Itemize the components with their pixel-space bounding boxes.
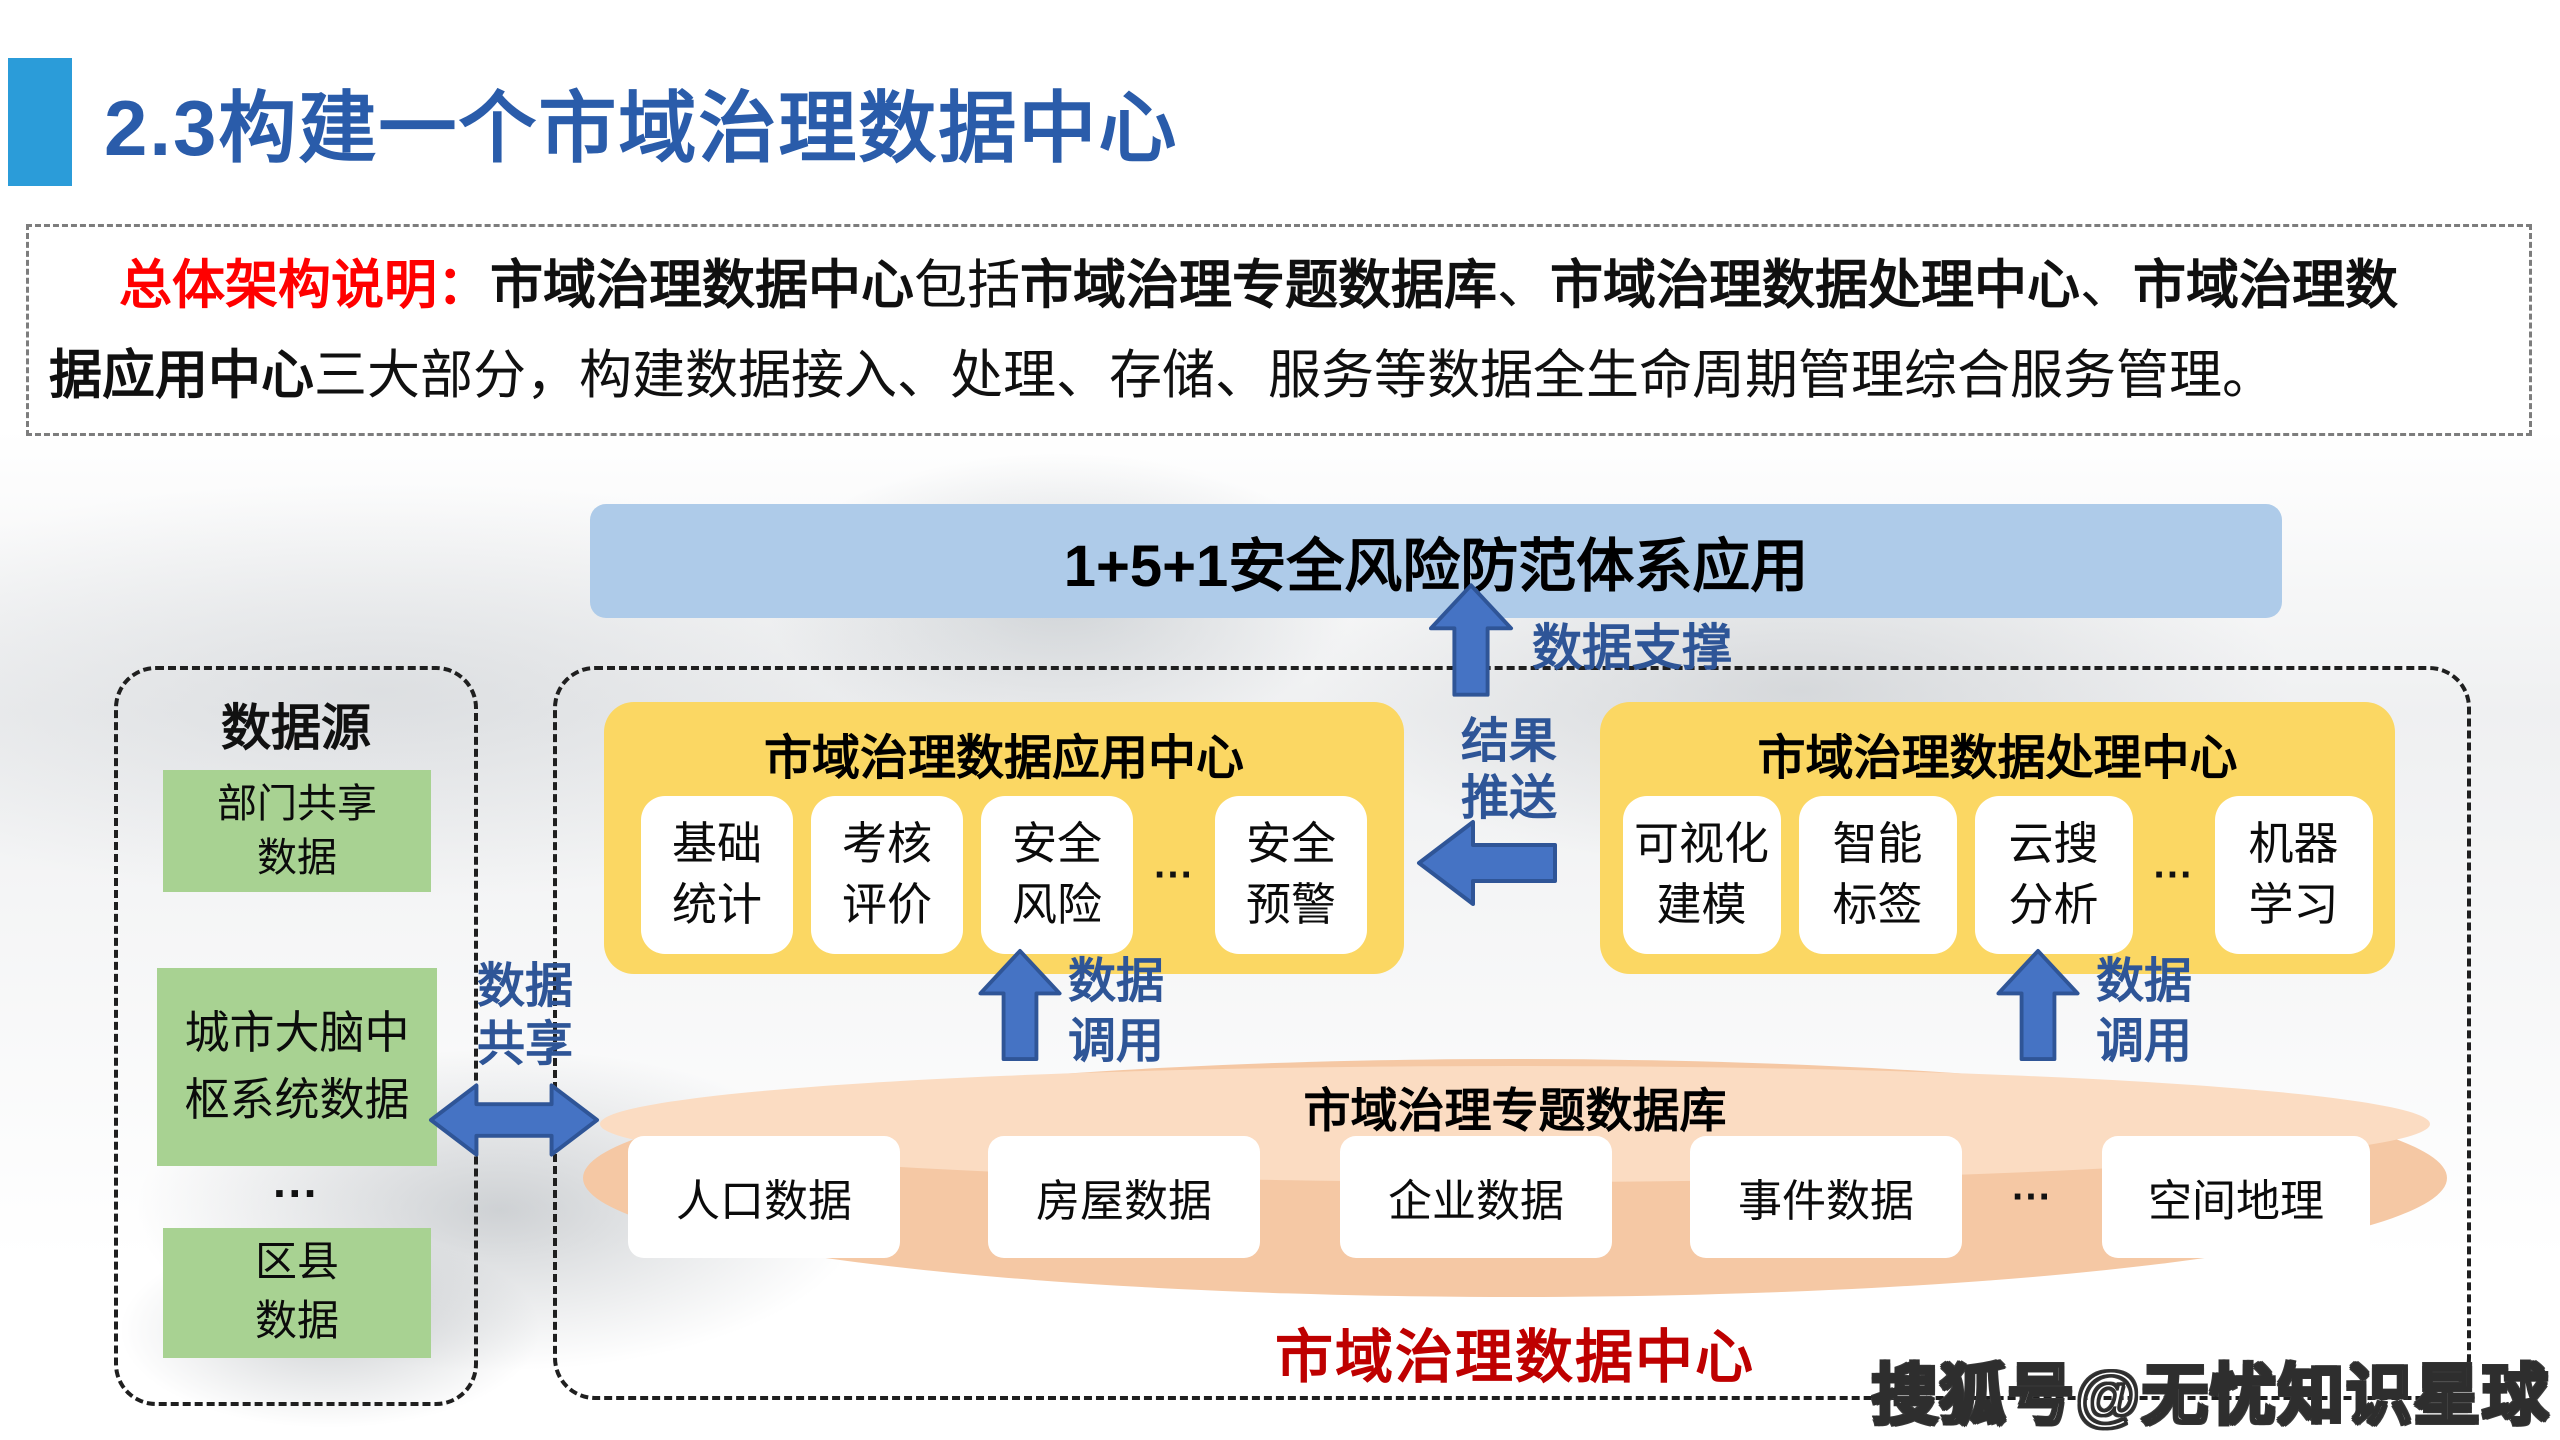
data-call-left-label: 数据 调用 [1068,955,1165,1068]
data-support-label: 数据支撑 [1532,620,1732,676]
db-item-spatial-geography: 空间地理 [2102,1136,2370,1258]
app-items-ellipsis: ··· [1154,852,1194,897]
left-arrow-icon [1417,820,1557,906]
db-item-housing-data: 房屋数据 [988,1136,1260,1258]
up-arrow-icon [1996,948,2080,1062]
proc-item-visual-modeling: 可视化 建模 [1622,796,1781,954]
source-box-district-county-data: 区县 数据 [163,1228,431,1358]
page-title: 2.3构建一个市域治理数据中心 [104,84,1179,172]
proc-item-cloud-search-analysis: 云搜 分析 [1974,796,2133,954]
thematic-database-title: 市域治理专题数据库 [1303,1086,1727,1138]
data-processing-center-box: 市域治理数据处理中心 可视化 建模 智能 标签 云搜 分析 ··· 机器 学习 [1600,702,2395,974]
architecture-description-text: 总体架构说明：市域治理数据中心包括市域治理专题数据库、市域治理数据处理中心、市域… [49,257,2398,406]
app-item-security-risk: 安全 风险 [981,796,1133,954]
app-item-basic-statistics: 基础 统计 [641,796,793,954]
data-center-caption: 市域治理数据中心 [1274,1325,1755,1390]
data-application-center-box: 市域治理数据应用中心 基础 统计 考核 评价 安全 风险 ··· 安全 预警 [604,702,1404,974]
data-source-panel [114,666,478,1406]
data-application-center-title: 市域治理数据应用中心 [763,732,1244,785]
result-push-label: 结果 推送 [1460,715,1557,825]
proc-item-machine-learning: 机器 学习 [2214,796,2373,954]
up-arrow-icon [1428,583,1514,697]
data-processing-center-title: 市域治理数据处理中心 [1757,732,2238,785]
db-item-event-data: 事件数据 [1690,1136,1962,1258]
title-accent-bar [8,58,72,186]
db-item-enterprise-data: 企业数据 [1340,1136,1612,1258]
app-item-security-warning: 安全 预警 [1215,796,1367,954]
db-item-population-data: 人口数据 [628,1136,900,1258]
risk-prevention-system-banner: 1+5+1安全风险防范体系应用 [590,504,2282,618]
source-ellipsis: ··· [273,1167,319,1219]
up-arrow-icon [978,948,1062,1062]
watermark-text: 搜狐号@无忧知识星球 [1870,1357,2550,1434]
source-box-department-shared-data: 部门共享 数据 [163,770,431,892]
double-arrow-icon [428,1083,600,1157]
source-box-city-brain-hub-data: 城市大脑中 枢系统数据 [157,968,437,1166]
data-source-title: 数据源 [221,700,371,756]
data-center-container [553,666,2471,1400]
data-share-label: 数据 共享 [476,960,573,1071]
application-items-row: 基础 统计 考核 评价 安全 风险 ··· 安全 预警 [604,796,1404,954]
app-item-assessment-evaluation: 考核 评价 [811,796,963,954]
processing-items-row: 可视化 建模 智能 标签 云搜 分析 ··· 机器 学习 [1600,796,2395,954]
db-items-ellipsis: ··· [2012,1174,2052,1219]
data-call-right-label: 数据 调用 [2096,955,2193,1068]
architecture-description-box: 总体架构说明：市域治理数据中心包括市域治理专题数据库、市域治理数据处理中心、市域… [26,224,2532,436]
proc-item-smart-tagging: 智能 标签 [1798,796,1957,954]
proc-items-ellipsis: ··· [2153,852,2194,897]
